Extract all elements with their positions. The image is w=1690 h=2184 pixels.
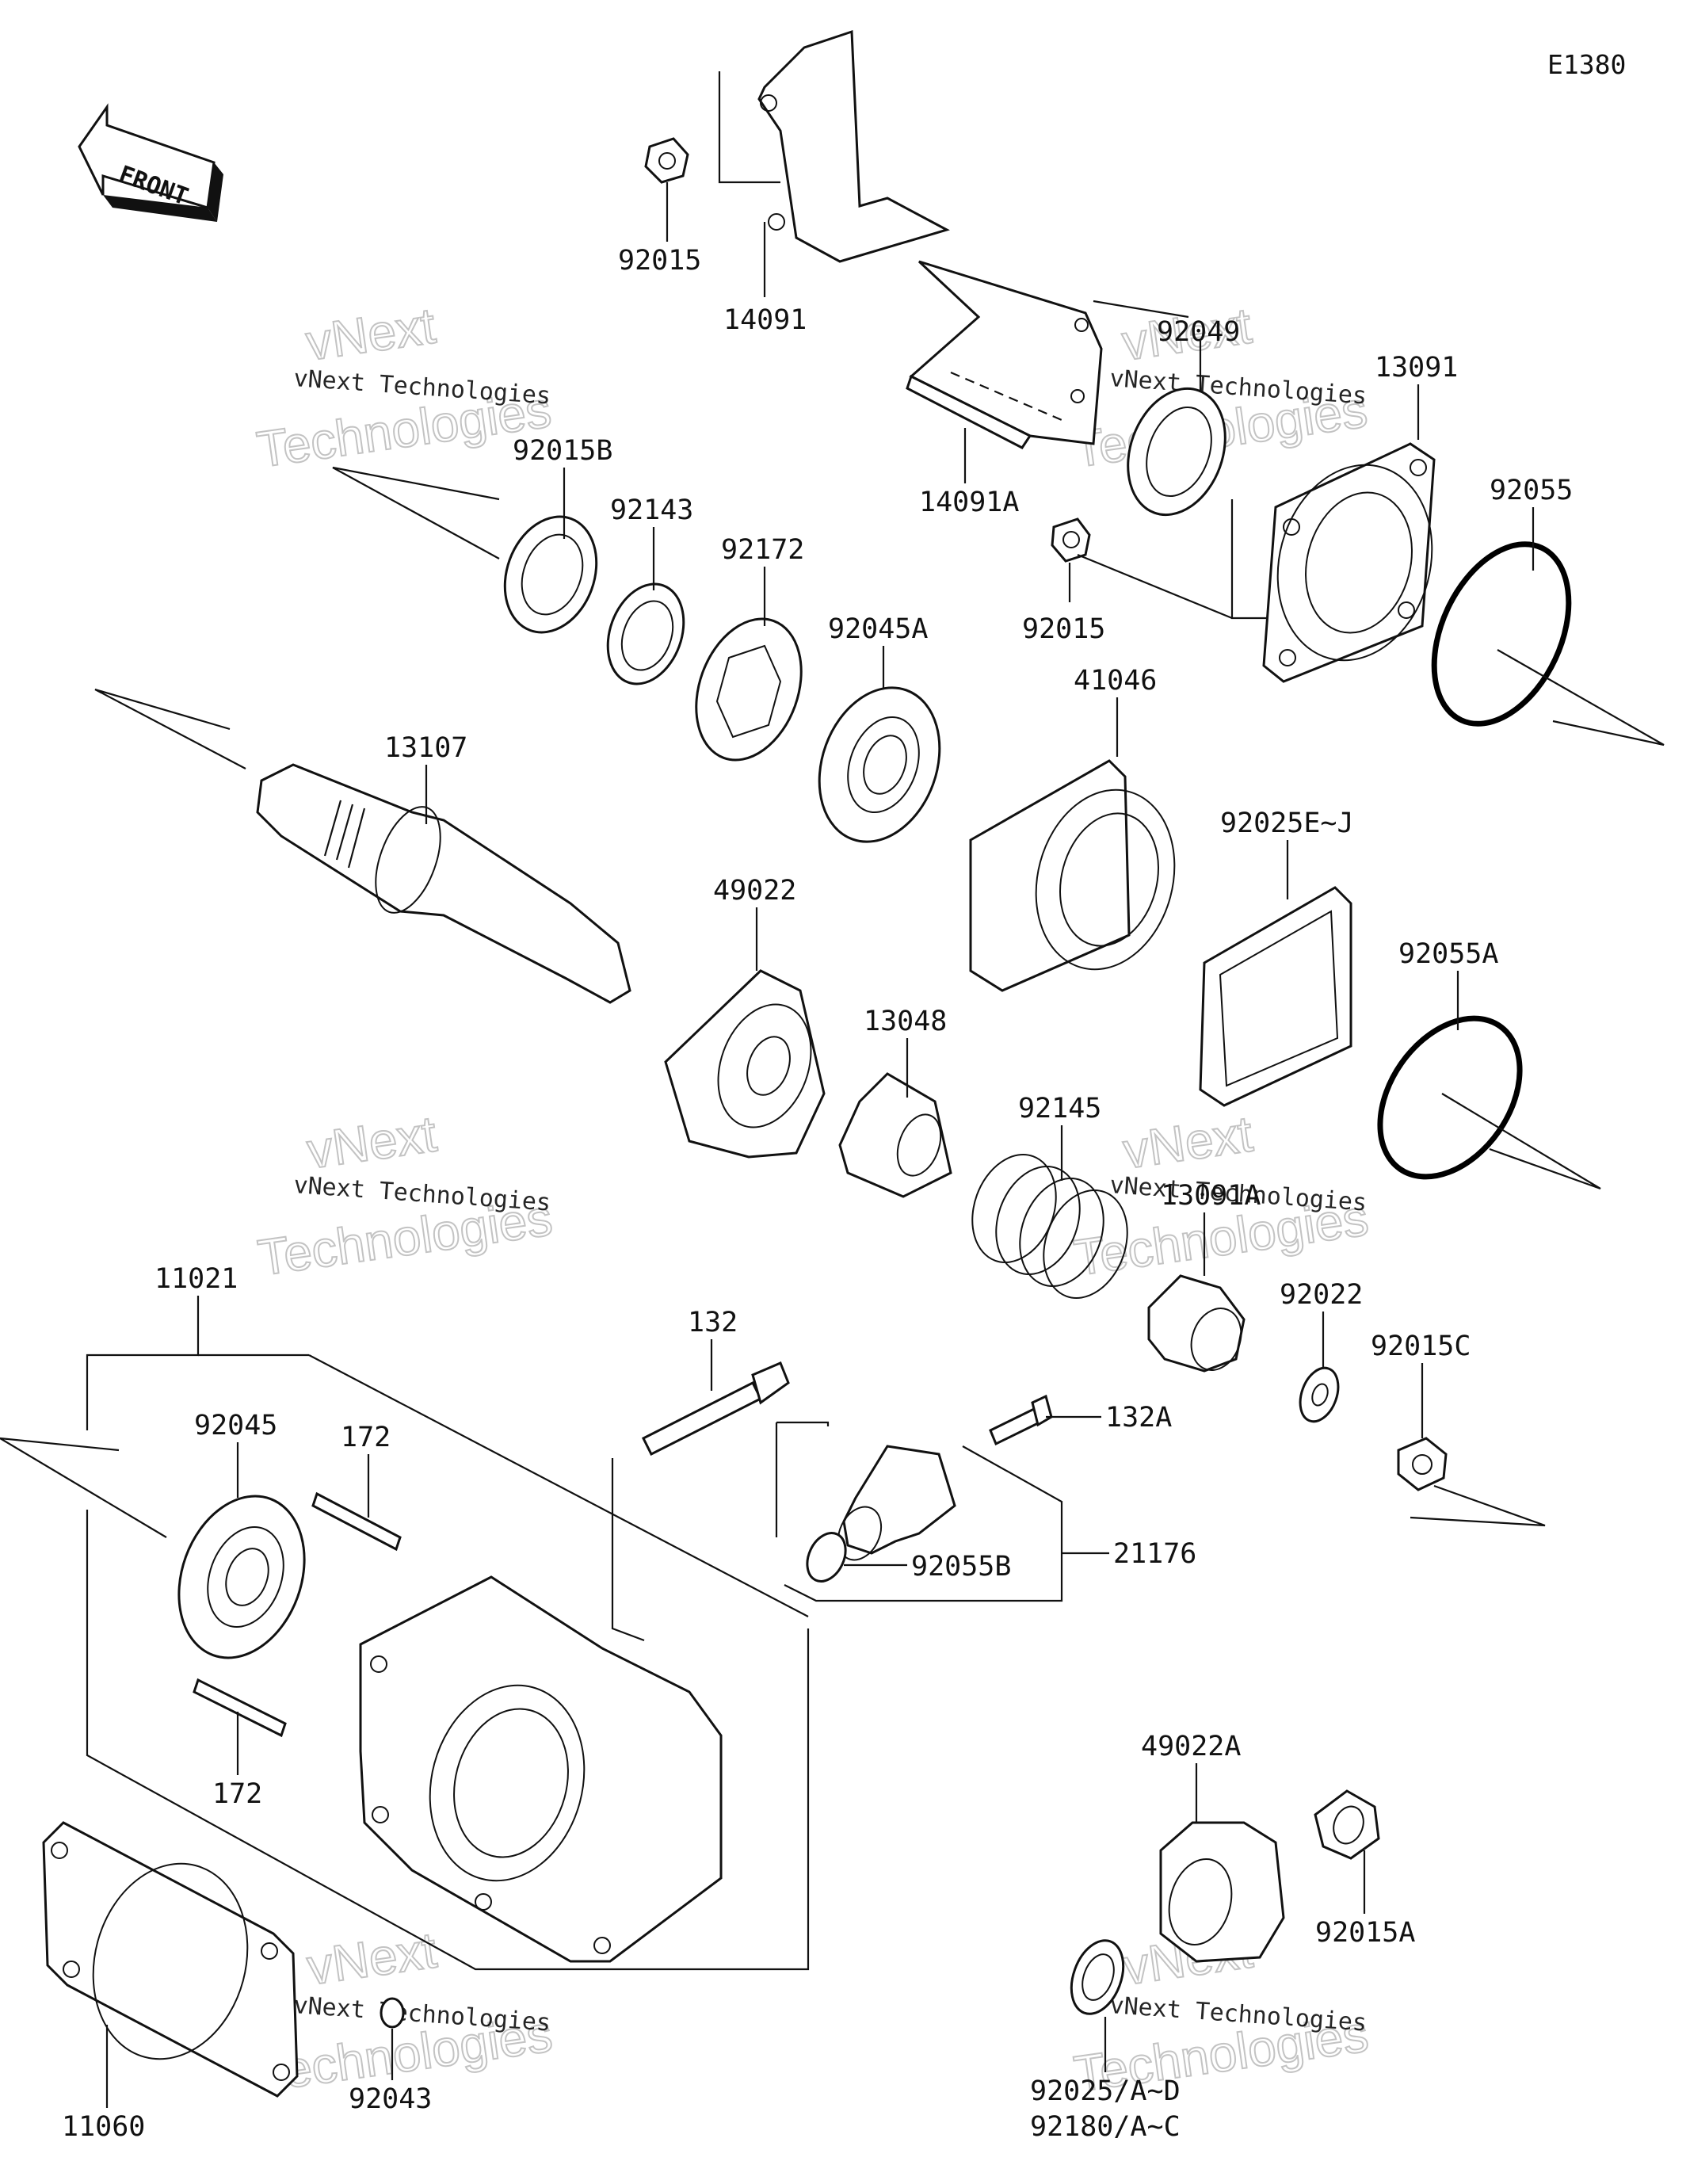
bearing-part-92045 xyxy=(177,1495,306,1659)
retainer-part-41046 xyxy=(969,759,1176,992)
label-92180AC: 92180/A~C xyxy=(1030,2111,1181,2143)
oring-part-92055B xyxy=(806,1532,847,1583)
label-92015-mid: 92015 xyxy=(1022,613,1105,645)
washer-part-92172 xyxy=(695,617,803,762)
label-92025AD: 92025/A~D xyxy=(1030,2075,1181,2107)
nut-part-92015C xyxy=(1397,1437,1448,1491)
label-13091A: 13091A xyxy=(1161,1180,1261,1212)
label-92015C: 92015C xyxy=(1371,1331,1471,1362)
nut-part-92015-mid xyxy=(1051,517,1091,563)
label-21176: 21176 xyxy=(1113,1538,1196,1570)
gear-part-49022 xyxy=(664,969,826,1159)
label-41046: 41046 xyxy=(1074,665,1157,697)
spring-part-92145 xyxy=(971,1154,1128,1299)
washer-part-92022 xyxy=(1299,1366,1340,1423)
oring-part-92055 xyxy=(1431,541,1572,727)
label-132: 132 xyxy=(688,1307,738,1338)
gear-case-part-11021 xyxy=(359,1575,723,1963)
label-92143: 92143 xyxy=(610,494,693,526)
label-13107: 13107 xyxy=(384,732,467,764)
label-92055: 92055 xyxy=(1490,475,1573,506)
label-92055A: 92055A xyxy=(1398,938,1498,970)
diagram-id: E1380 xyxy=(1547,49,1626,80)
bolt-part-132A xyxy=(989,1394,1053,1446)
label-92015A: 92015A xyxy=(1315,1917,1415,1949)
gasket-part-92025EJ xyxy=(1199,886,1352,1107)
gasket-part-11060 xyxy=(42,1821,299,2098)
label-13048: 13048 xyxy=(864,1006,947,1037)
svg-text:vNext: vNext xyxy=(1120,1105,1256,1179)
cap-part-13091A xyxy=(1147,1274,1246,1373)
label-132A: 132A xyxy=(1105,1402,1172,1434)
label-172-top: 172 xyxy=(341,1422,391,1453)
label-92022: 92022 xyxy=(1280,1279,1363,1311)
label-14091A: 14091A xyxy=(919,487,1019,518)
label-49022A: 49022A xyxy=(1141,1731,1241,1762)
housing-part-13091 xyxy=(1262,442,1436,683)
label-92015-top: 92015 xyxy=(618,245,701,277)
nut-part-92015-top xyxy=(644,137,689,184)
sensor-part-21176 xyxy=(837,1445,956,1561)
dowel-part-92043 xyxy=(380,1997,405,2029)
label-14091: 14091 xyxy=(723,304,807,336)
collar-part-92143 xyxy=(606,582,685,685)
label-172-bottom: 172 xyxy=(212,1778,262,1810)
bolt-part-132 xyxy=(641,1361,790,1457)
nut-part-92015A xyxy=(1314,1789,1380,1860)
label-92045A: 92045A xyxy=(828,613,928,645)
svg-text:vNext: vNext xyxy=(303,1105,440,1179)
label-92145: 92145 xyxy=(1018,1093,1101,1124)
label-92043: 92043 xyxy=(349,2083,432,2115)
label-92172: 92172 xyxy=(721,534,804,566)
front-arrow-icon: FRONT xyxy=(78,103,223,222)
label-13091: 13091 xyxy=(1375,352,1458,384)
label-92025EJ: 92025E~J xyxy=(1220,808,1354,839)
svg-text:vNext: vNext xyxy=(303,1921,440,1995)
bearing-part-92045A xyxy=(818,686,941,843)
label-92055B: 92055B xyxy=(911,1551,1011,1583)
shim-part-92025 xyxy=(1070,1939,1125,2015)
bracket-part-14091 xyxy=(757,29,1103,449)
seal-part-92049 xyxy=(1127,387,1226,517)
shaft-part-13107 xyxy=(256,763,631,1004)
gear-part-49022A xyxy=(1159,1821,1285,1963)
svg-text:vNext: vNext xyxy=(303,296,439,371)
label-92045: 92045 xyxy=(194,1410,277,1441)
label-92049: 92049 xyxy=(1157,316,1240,348)
nut-part-92015B xyxy=(503,515,598,634)
sleeve-part-13048 xyxy=(838,1072,952,1198)
stud-part-172-bottom xyxy=(193,1678,287,1738)
label-11060: 11060 xyxy=(62,2111,145,2143)
label-92015B: 92015B xyxy=(513,435,612,467)
oring-part-92055A xyxy=(1377,1015,1523,1180)
label-11021: 11021 xyxy=(155,1263,238,1295)
stud-part-172-top xyxy=(311,1491,402,1552)
label-49022: 49022 xyxy=(713,875,796,907)
